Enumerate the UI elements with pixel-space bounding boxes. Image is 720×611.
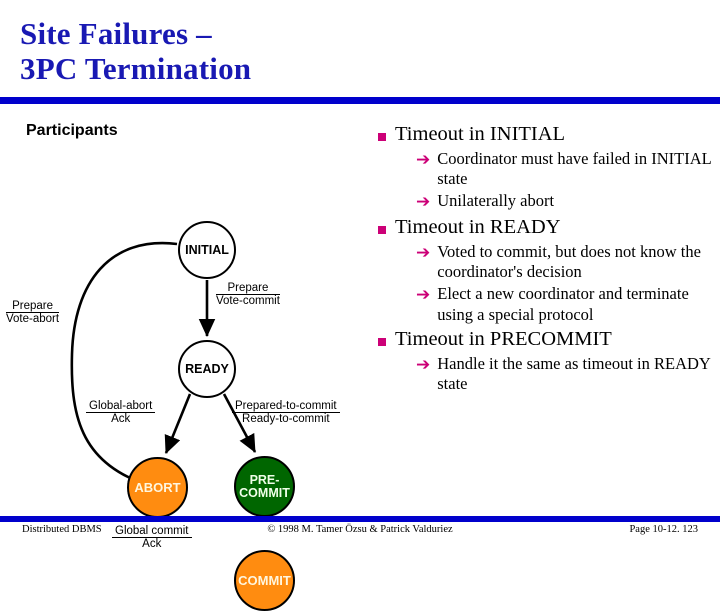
state-node-precommit-line1: PRE- xyxy=(249,472,280,487)
edge-label-numerator: Global-abort xyxy=(86,400,156,413)
edge-label-denominator: Vote-commit xyxy=(216,295,280,307)
bullet-item: Timeout in PRECOMMIT xyxy=(378,327,713,352)
edge-label-numerator: Prepare xyxy=(216,282,280,295)
title-line-1: Site Failures – xyxy=(20,16,212,51)
bullet-item: Timeout in READY xyxy=(378,215,713,240)
slide: Site Failures – 3PC Termination Particip… xyxy=(0,16,720,611)
state-node-initial[interactable]: INITIAL xyxy=(178,221,236,279)
state-node-precommit-line2: COMMIT xyxy=(239,485,290,500)
edge-label-denominator: Ack xyxy=(111,413,131,425)
state-node-abort[interactable]: ABORT xyxy=(127,457,188,518)
arrow-right-icon: ➔ xyxy=(416,242,431,263)
title-line-2: 3PC Termination xyxy=(20,51,252,87)
arrow-right-icon: ➔ xyxy=(416,285,431,306)
edge-ready-to-precommit xyxy=(222,393,257,453)
edge-label-ready-to-precommit: Prepared-to-commit Ready-to-commit xyxy=(232,400,340,425)
sub-bullet-item: ➔ Voted to commit, but does not know the… xyxy=(416,242,713,283)
edge-label-numerator: Global commit xyxy=(112,525,192,538)
bullet-text: Timeout in PRECOMMIT xyxy=(395,327,612,350)
bullet-text: Timeout in READY xyxy=(395,216,561,239)
footer-right: Page 10-12. 123 xyxy=(629,524,698,535)
edge-label-denominator: Ready-to-commit xyxy=(242,413,330,425)
title-divider xyxy=(0,97,720,104)
sub-bullet-item: ➔ Coordinator must have failed in INITIA… xyxy=(416,149,713,190)
edge-initial-to-abort xyxy=(70,241,178,489)
arrow-right-icon: ➔ xyxy=(416,149,431,170)
bullet-text: Timeout in INITIAL xyxy=(395,123,566,145)
state-node-ready[interactable]: READY xyxy=(178,340,236,398)
state-transition-diagram: Participants INITIAL READY ABORT PRE- CO… xyxy=(0,104,380,611)
bullet-list: Timeout in INITIAL ➔ Coordinator must ha… xyxy=(378,122,713,396)
sub-bullet-text: Elect a new coordinator and terminate us… xyxy=(437,284,689,324)
sub-bullet-text: Coordinator must have failed in INITIAL … xyxy=(437,148,712,188)
sub-bullet-text: Handle it the same as timeout in READY s… xyxy=(437,353,711,393)
sub-bullet-item: ➔ Elect a new coordinator and terminate … xyxy=(416,284,713,325)
edge-label-initial-to-ready: Prepare Vote-commit xyxy=(216,282,280,307)
state-node-precommit[interactable]: PRE- COMMIT xyxy=(234,456,295,517)
page-title: Site Failures – 3PC Termination xyxy=(20,16,470,86)
bullet-item: Timeout in INITIAL xyxy=(378,122,713,147)
footer-divider xyxy=(0,516,720,522)
footer: Distributed DBMS © 1998 M. Tamer Özsu & … xyxy=(0,524,720,540)
sub-bullet-item: ➔ Handle it the same as timeout in READY… xyxy=(416,354,713,395)
arrow-right-icon: ➔ xyxy=(416,192,431,213)
edge-label-initial-to-abort: Prepare Vote-abort xyxy=(6,300,60,325)
square-bullet-icon xyxy=(378,226,386,235)
edge-label-denominator: Vote-abort xyxy=(6,313,60,325)
square-bullet-icon xyxy=(378,133,386,141)
sub-bullet-item: ➔ Unilaterally abort xyxy=(416,191,713,213)
sub-bullet-text: Unilaterally abort xyxy=(437,191,555,211)
state-node-commit[interactable]: COMMIT xyxy=(234,550,295,611)
sub-bullet-text: Voted to commit, but does not know the c… xyxy=(437,241,701,282)
footer-left: Distributed DBMS xyxy=(22,524,102,535)
edge-ready-to-abort xyxy=(164,393,192,454)
square-bullet-icon xyxy=(378,337,386,346)
edge-label-numerator: Prepare xyxy=(6,300,60,313)
edge-label-numerator: Prepared-to-commit xyxy=(232,400,340,413)
arrow-right-icon: ➔ xyxy=(416,354,431,375)
edge-label-ready-to-abort: Global-abort Ack xyxy=(86,400,156,425)
footer-center: © 1998 M. Tamer Özsu & Patrick Valduriez xyxy=(267,524,453,535)
diagram-edges xyxy=(70,241,257,489)
diagram-caption: Participants xyxy=(26,122,118,139)
